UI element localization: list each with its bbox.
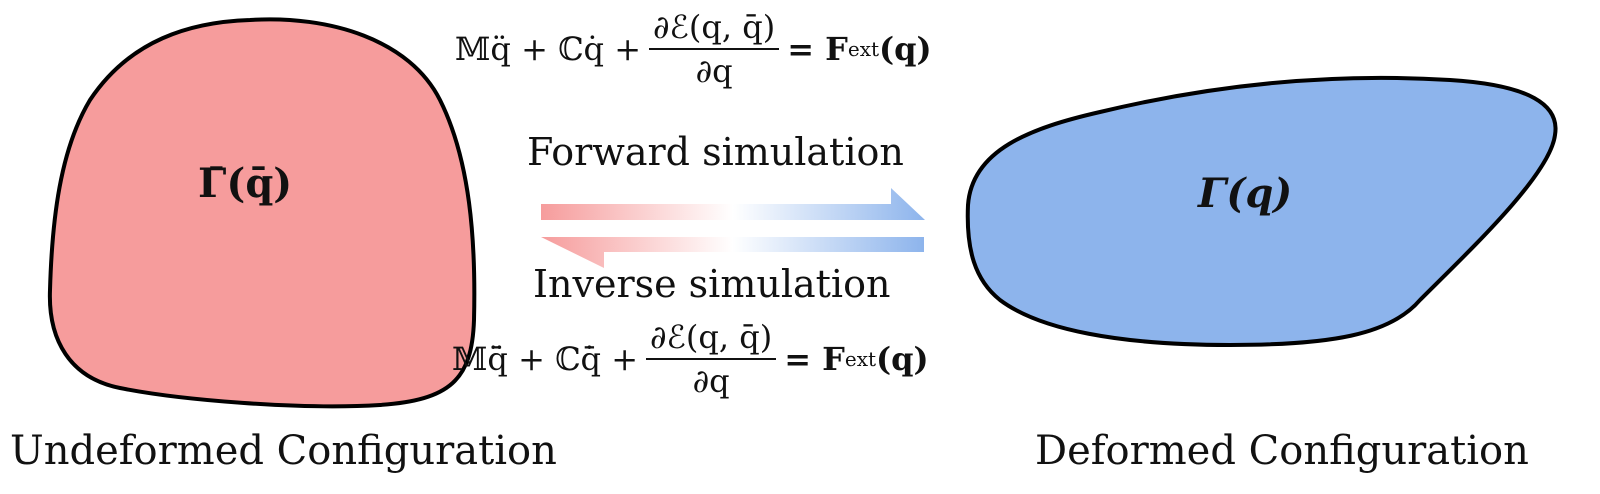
- forward-simulation-label: Forward simulation: [527, 130, 904, 174]
- forward-equation-denominator: ∂q: [695, 52, 733, 90]
- inverse-equation-sup: ext: [844, 347, 877, 371]
- inverse-arrow: [541, 237, 924, 268]
- forward-equation-numerator: ∂ℰ(q, q̄): [649, 8, 780, 50]
- undeformed-caption: Undeformed Configuration: [10, 428, 557, 474]
- forward-arrow: [541, 188, 925, 220]
- forward-equation-fraction: ∂ℰ(q, q̄) ∂q: [649, 8, 780, 90]
- forward-equation-arg: (q): [879, 30, 932, 68]
- inverse-equation-fraction: ∂ℰ(q, q̄) ∂q: [646, 318, 777, 400]
- forward-equation-rhs: = F: [787, 30, 848, 68]
- inverse-equation-arg: (q): [876, 340, 929, 378]
- inverse-equation-rhs: = F: [784, 340, 845, 378]
- inverse-equation-denominator: ∂q: [692, 362, 730, 400]
- inverse-equation-lhs: 𝕄q̄̈ + ℂq̄̇ +: [452, 340, 638, 378]
- inverse-simulation-label: Inverse simulation: [533, 262, 891, 306]
- deformed-shape: [965, 75, 1558, 348]
- forward-equation-sup: ext: [847, 37, 880, 61]
- inverse-equation-numerator: ∂ℰ(q, q̄): [646, 318, 777, 360]
- deformed-caption: Deformed Configuration: [1035, 428, 1529, 474]
- undeformed-label: Γ̄(q̄): [198, 160, 293, 207]
- undeformed-shape: [47, 17, 477, 409]
- forward-equation-lhs: 𝕄q̈ + ℂq̇ +: [455, 30, 641, 68]
- deformed-label: Γ(q): [1198, 170, 1293, 217]
